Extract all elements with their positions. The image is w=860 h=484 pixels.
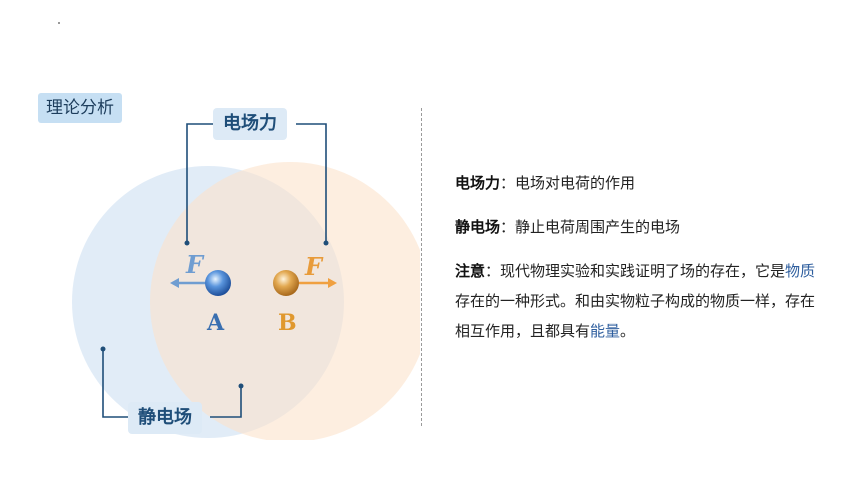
decor-dot	[58, 22, 60, 24]
bottom-label-electrostatic-field: 静电场	[128, 402, 202, 434]
field-diagram-svg	[72, 123, 430, 442]
charge-a-sphere	[205, 270, 231, 296]
charge-a-label: A	[207, 310, 225, 336]
bottom-bracket-right	[210, 386, 242, 418]
text-panel: 电场力：电场对电荷的作用 静电场：静止电荷周围产生的电场 注意：现代物理实验和实…	[455, 168, 825, 360]
field-circle-b	[150, 162, 430, 442]
force-label-b: F	[305, 252, 323, 281]
divider-line	[421, 108, 422, 426]
note-paragraph: 注意：现代物理实验和实践证明了场的存在，它是物质存在的一种形式。和由实物粒子构成…	[455, 262, 816, 340]
charge-b-label: B	[278, 310, 297, 336]
charge-b-sphere	[273, 270, 299, 296]
top-bracket	[186, 123, 215, 243]
highlight-matter: 物质	[785, 262, 816, 280]
definition-electrostatic-field: 静电场：静止电荷周围产生的电场	[455, 218, 681, 236]
bottom-bracket-left	[102, 349, 134, 418]
field-diagram: 电场力 静电场 F F A B	[60, 108, 430, 442]
top-label-electric-force: 电场力	[213, 108, 287, 140]
top-bracket-right	[296, 123, 327, 243]
section-tag: 理论分析	[38, 93, 122, 123]
definition-electric-force: 电场力：电场对电荷的作用	[455, 174, 636, 192]
highlight-energy: 能量	[590, 322, 621, 340]
force-label-a: F	[186, 250, 204, 279]
